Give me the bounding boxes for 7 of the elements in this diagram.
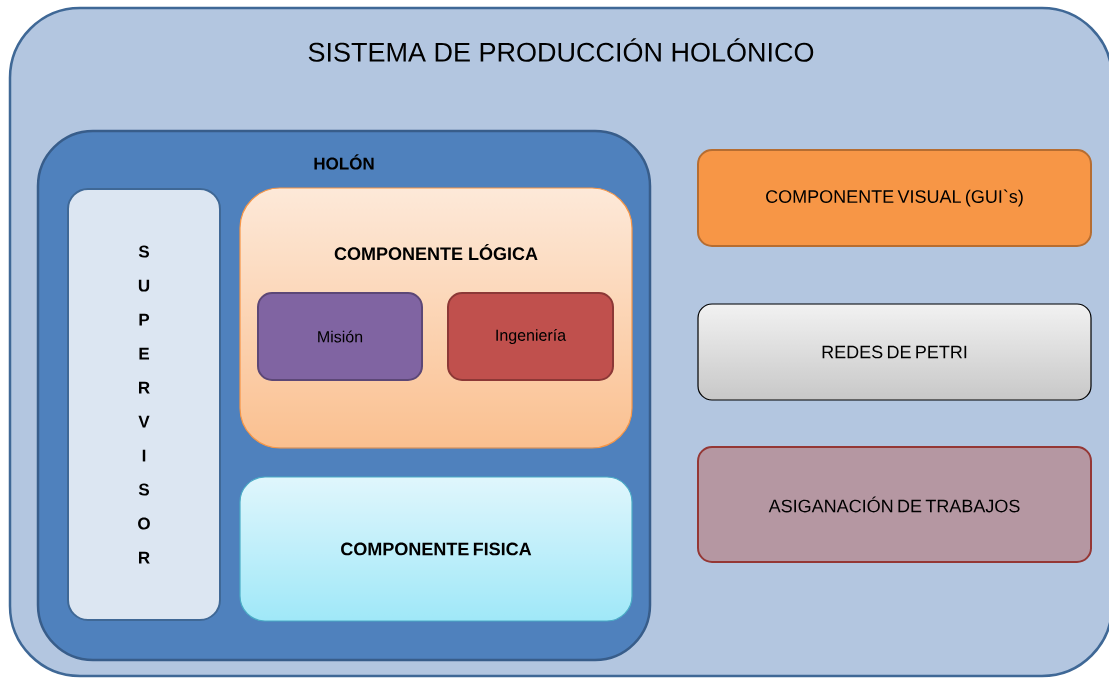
petri-nets-box: REDES DE PETRI <box>697 303 1092 401</box>
mission-box: Misión <box>257 292 423 381</box>
physical-component-box: COMPONENTE FISICA <box>239 476 633 622</box>
job-assignment-box: ASIGANACIÓN DE TRABAJOS <box>697 446 1092 563</box>
engineering-box: Ingeniería <box>447 292 614 381</box>
supervisor-box: SUPERVISOR <box>67 188 221 621</box>
visual-component-box: COMPONENTE VISUAL (GUI`s) <box>697 149 1092 247</box>
